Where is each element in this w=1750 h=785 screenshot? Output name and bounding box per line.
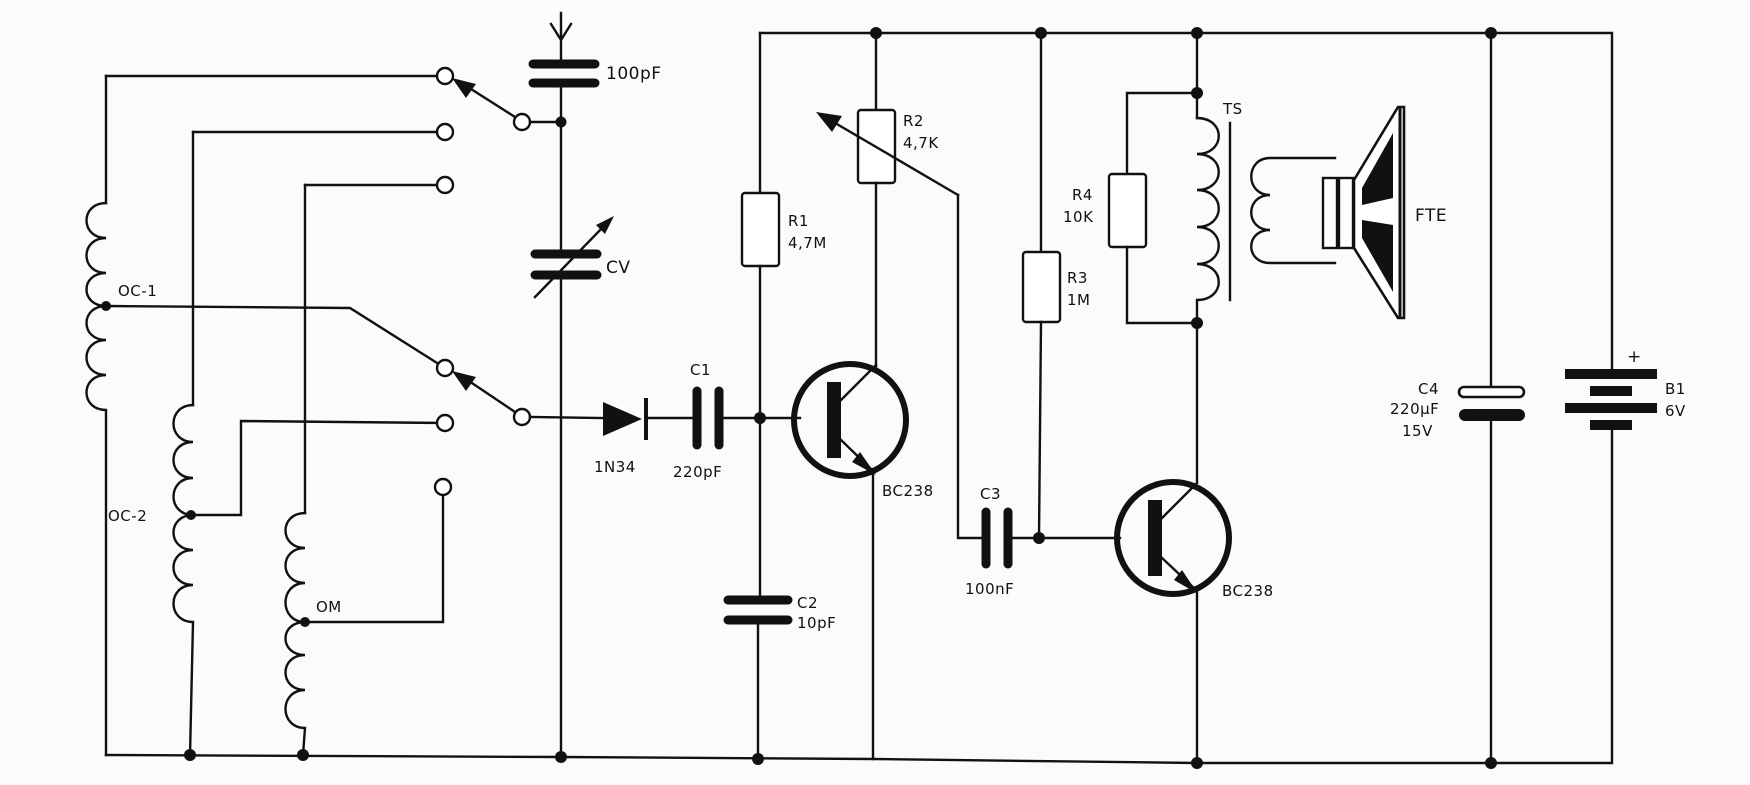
- om-label: OM: [316, 598, 342, 616]
- ground-node: [297, 749, 309, 761]
- switch-wiper-arrow-icon: [452, 371, 476, 391]
- c1-value: 220pF: [673, 463, 722, 481]
- c2-label: C2: [797, 594, 818, 612]
- diode-1n34: 1N34: [594, 398, 648, 476]
- speaker-label: FTE: [1415, 206, 1447, 226]
- ground-node: [1191, 757, 1203, 769]
- band-switch-upper[interactable]: [435, 66, 532, 195]
- resistor-r3: R3 1M: [1021, 250, 1091, 324]
- switch-contact-oc1[interactable]: [435, 66, 455, 86]
- coil-om: OM: [284, 183, 447, 757]
- c2-value: 10pF: [797, 614, 836, 632]
- cv-arrow-icon: [596, 216, 614, 234]
- switch-wiper-pivot-lower[interactable]: [512, 407, 532, 427]
- capacitor-c1: C1 220pF: [673, 361, 724, 481]
- antenna-capacitor: 100pF: [528, 59, 662, 88]
- speaker-fte: FTE: [1321, 105, 1447, 320]
- c4-value: 220µF: [1390, 400, 1439, 418]
- r4-bottom-wire: [1125, 245, 1199, 325]
- variable-capacitor-cv[interactable]: CV: [530, 216, 631, 299]
- emitter-arrow-icon: [852, 452, 876, 475]
- om-tap-wire: [303, 490, 445, 624]
- transformer-label: TS: [1222, 100, 1243, 118]
- ground-node: [752, 753, 764, 765]
- ground-node: [1485, 757, 1497, 769]
- switch-contact-om-tap[interactable]: [433, 477, 453, 497]
- antenna-icon: [549, 11, 573, 62]
- switch-wiper-arrow-icon: [452, 78, 476, 98]
- r2-value: 4,7K: [903, 134, 939, 152]
- switch-contact-oc2-tap[interactable]: [435, 413, 455, 433]
- battery-b1: + B1 6V: [1565, 347, 1686, 430]
- r3-label: R3: [1067, 269, 1088, 287]
- transistor-q1: BC238: [791, 361, 934, 500]
- resistor-r4: R4 10K: [1063, 172, 1148, 249]
- antenna-node: [555, 116, 567, 128]
- c4-voltage: 15V: [1402, 422, 1433, 440]
- switch-contact-oc2[interactable]: [435, 122, 455, 142]
- capacitor-c4: C4 220µF 15V: [1390, 380, 1526, 440]
- r4-label: R4: [1072, 186, 1093, 204]
- antenna-capacitor-value: 100pF: [606, 64, 662, 84]
- resistor-r1: R1 4,7M: [740, 191, 827, 268]
- switch-contact-oc1-tap[interactable]: [435, 358, 455, 378]
- oc1-label: OC-1: [118, 282, 157, 300]
- c4-label: C4: [1418, 380, 1439, 398]
- band-switch-lower[interactable]: [433, 358, 532, 497]
- ground-node: [184, 749, 196, 761]
- c3-label: C3: [980, 485, 1001, 503]
- battery-label: B1: [1665, 380, 1686, 398]
- r2-label: R2: [903, 112, 924, 130]
- r2-adjust-arrow-icon: [816, 112, 842, 132]
- battery-value: 6V: [1665, 402, 1686, 420]
- transformer-ts: TS: [1195, 100, 1337, 325]
- switch-contact-om[interactable]: [435, 175, 455, 195]
- emitter-arrow-icon: [1174, 570, 1198, 594]
- r2-wiper-wire: [956, 193, 986, 540]
- q1-label: BC238: [882, 482, 934, 500]
- r1-value: 4,7M: [788, 234, 827, 252]
- signal-wire: [528, 415, 605, 420]
- coil-oc1: OC-1: [85, 74, 447, 757]
- oc2-label: OC-2: [108, 507, 147, 525]
- potentiometer-r2[interactable]: R2 4,7K: [816, 108, 960, 197]
- cv-label: CV: [606, 258, 631, 278]
- q2-label: BC238: [1222, 582, 1274, 600]
- c3-value: 100nF: [965, 580, 1014, 598]
- switch-wiper-pivot[interactable]: [512, 112, 532, 132]
- r4-top-wire: [1125, 91, 1199, 176]
- transistor-q2: BC238: [1114, 479, 1274, 600]
- oc1-tap-wire: [104, 304, 447, 370]
- battery-polarity: +: [1627, 347, 1642, 367]
- r3-value: 1M: [1067, 291, 1091, 309]
- r3-bottom-wire: [1037, 320, 1043, 540]
- ground-node: [555, 751, 567, 763]
- diode-label: 1N34: [594, 458, 636, 476]
- oc2-tap-wire: [189, 419, 447, 517]
- c1-label: C1: [690, 361, 711, 379]
- r4-value: 10K: [1063, 208, 1094, 226]
- capacitor-c2: C2 10pF: [723, 594, 836, 632]
- capacitor-c3: C3 100nF: [965, 485, 1014, 598]
- r1-label: R1: [788, 212, 809, 230]
- coil-oc2: OC-2: [108, 130, 447, 757]
